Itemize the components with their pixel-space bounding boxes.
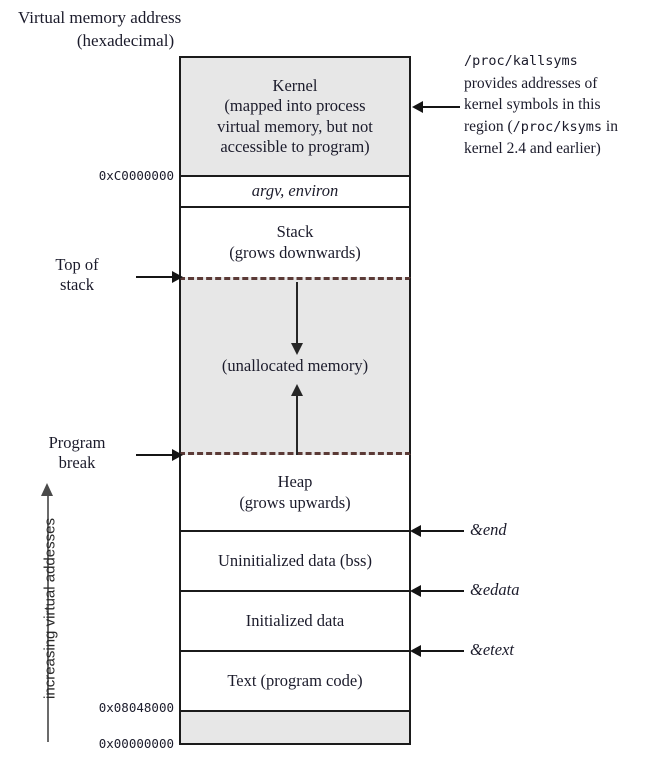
label-program-break-line-1: Program — [48, 433, 106, 452]
segment-text-label: Text (program code) — [227, 670, 363, 690]
kernel-note-line-4b: in — [602, 117, 618, 135]
kallsyms-path: /proc/kallsyms — [464, 53, 578, 69]
segment-stack: Stack (grows downwards) — [179, 206, 411, 277]
label-program-break: Program break — [22, 433, 132, 473]
segment-reserved-low-memory — [179, 710, 411, 745]
stack-growth-down-arrow-icon — [291, 282, 303, 355]
increasing-address-arrow-icon — [41, 483, 53, 496]
address-label-kernel-base: 0xC0000000 — [98, 168, 174, 183]
symbol-end: &end — [470, 520, 507, 539]
segment-argv-label: argv, environ — [251, 181, 339, 201]
title-line-1: Virtual memory address — [18, 8, 182, 27]
virtual-memory-map: Kernel (mapped into process virtual memo… — [179, 56, 411, 745]
segment-kernel-line-2: (mapped into process — [224, 96, 366, 115]
segment-unallocated-memory: (unallocated memory) — [179, 277, 411, 456]
kernel-note-line-4: region ( — [464, 117, 513, 135]
label-top-of-stack: Top of stack — [22, 255, 132, 295]
segment-bss-label: Uninitialized data (bss) — [218, 550, 372, 570]
page-title: Virtual memory address (hexadecimal) — [18, 6, 318, 52]
kernel-note-line-5: kernel 2.4 and earlier) — [464, 140, 601, 157]
segment-text: Text (program code) — [179, 650, 411, 710]
segment-heap: Heap (grows upwards) — [179, 455, 411, 530]
segment-unallocated-label: (unallocated memory) — [221, 355, 369, 375]
title-line-2: (hexadecimal) — [76, 31, 175, 50]
segment-kernel-line-3: virtual memory, but not — [217, 116, 373, 136]
segment-initialized-data-label: Initialized data — [245, 610, 345, 630]
segment-kernel: Kernel (mapped into process virtual memo… — [179, 56, 411, 175]
axis-label-increasing-addresses: increasing virtual addesses — [41, 518, 59, 699]
label-top-of-stack-line-2: stack — [60, 275, 94, 294]
segment-kernel-line-1: Kernel — [272, 75, 318, 95]
top-of-stack-arrow-icon — [136, 271, 183, 283]
segment-stack-line-1: Stack — [276, 222, 314, 241]
program-break-arrow-icon — [136, 449, 183, 461]
symbol-edata: &edata — [470, 580, 520, 599]
symbol-etext: &etext — [470, 640, 514, 659]
edata-symbol-arrow-icon — [410, 585, 464, 597]
heap-growth-up-arrow-icon — [291, 384, 303, 456]
segment-argv-environ: argv, environ — [179, 175, 411, 206]
ksyms-path: /proc/ksyms — [512, 118, 603, 135]
segment-kernel-line-4: accessible to program) — [220, 137, 370, 156]
etext-symbol-arrow-icon — [410, 645, 464, 657]
kernel-annotation: /proc/kallsyms provides addresses of ker… — [464, 50, 654, 160]
segment-initialized-data: Initialized data — [179, 590, 411, 650]
address-label-zero: 0x00000000 — [98, 736, 174, 751]
increasing-address-axis-line — [47, 492, 49, 742]
kernel-note-line-3: kernel symbols in this — [464, 96, 601, 113]
segment-uninitialized-data: Uninitialized data (bss) — [179, 530, 411, 590]
end-symbol-arrow-icon — [410, 525, 464, 537]
segment-heap-line-2: (grows upwards) — [239, 492, 351, 512]
kernel-note-arrow-icon — [412, 101, 460, 113]
kernel-note-line-2: provides addresses of — [464, 74, 598, 92]
segment-stack-line-2: (grows downwards) — [229, 242, 361, 262]
address-label-text-base: 0x08048000 — [98, 700, 174, 715]
label-program-break-line-2: break — [58, 453, 96, 472]
segment-heap-line-1: Heap — [277, 472, 313, 491]
label-top-of-stack-line-1: Top of — [55, 255, 99, 274]
